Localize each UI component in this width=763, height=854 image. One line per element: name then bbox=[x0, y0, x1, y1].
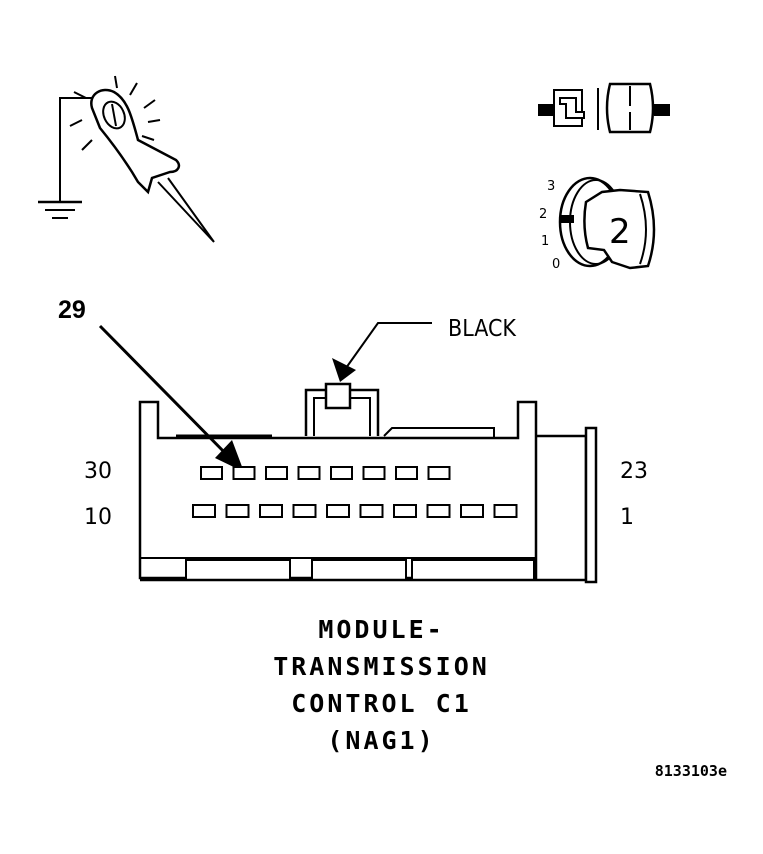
pin-cavity bbox=[493, 504, 518, 518]
pin-label-top-right: 23 bbox=[620, 459, 648, 484]
key-digit: 2 bbox=[609, 212, 631, 252]
pin-cavity bbox=[395, 466, 418, 480]
key-position-label: 1 bbox=[541, 234, 549, 249]
pin-cavity bbox=[362, 466, 386, 480]
pin-29-callout-arrow bbox=[98, 324, 244, 472]
figure-id: 8133103e bbox=[654, 762, 727, 780]
connector-icon bbox=[538, 82, 670, 134]
pin-cavity bbox=[265, 466, 288, 480]
pin-cavity bbox=[292, 504, 317, 518]
caption-line-4: (NAG1) bbox=[327, 726, 436, 755]
caption-line-3: CONTROL C1 bbox=[291, 689, 472, 718]
key-position-label: 2 bbox=[539, 207, 547, 222]
pin-label-bottom-left: 10 bbox=[84, 505, 112, 530]
pin-callout-number: 29 bbox=[58, 296, 86, 324]
pin-label-bottom-right: 1 bbox=[620, 505, 634, 530]
caption-line-2: TRANSMISSION bbox=[273, 652, 490, 681]
cavity-row-top bbox=[200, 466, 451, 480]
pin-cavity bbox=[326, 504, 350, 518]
pin-cavity bbox=[426, 504, 451, 518]
wire-color-label: BLACK bbox=[448, 316, 517, 342]
pin-cavity bbox=[200, 466, 223, 480]
pin-cavity bbox=[330, 466, 353, 480]
connector-body bbox=[138, 382, 598, 584]
wire-color-leader bbox=[332, 322, 432, 382]
pin-cavity bbox=[427, 466, 451, 480]
key-position-label: 3 bbox=[547, 179, 555, 194]
pin-cavity bbox=[393, 504, 417, 518]
key-position-label: 0 bbox=[552, 257, 560, 272]
caption-line-1: MODULE- bbox=[318, 615, 445, 644]
pin-cavity bbox=[232, 466, 256, 480]
pin-label-top-left: 30 bbox=[84, 459, 112, 484]
pin-cavity bbox=[297, 466, 321, 480]
pin-cavity bbox=[460, 504, 484, 518]
pin-cavity bbox=[225, 504, 250, 518]
pin-cavity bbox=[259, 504, 283, 518]
pin-cavity bbox=[192, 504, 216, 518]
cavity-row-bottom bbox=[192, 504, 518, 518]
test-light-probe-icon bbox=[38, 75, 215, 243]
ignition-key-icon bbox=[558, 176, 656, 270]
pin-cavity bbox=[359, 504, 384, 518]
ground-symbol-icon bbox=[38, 200, 82, 219]
